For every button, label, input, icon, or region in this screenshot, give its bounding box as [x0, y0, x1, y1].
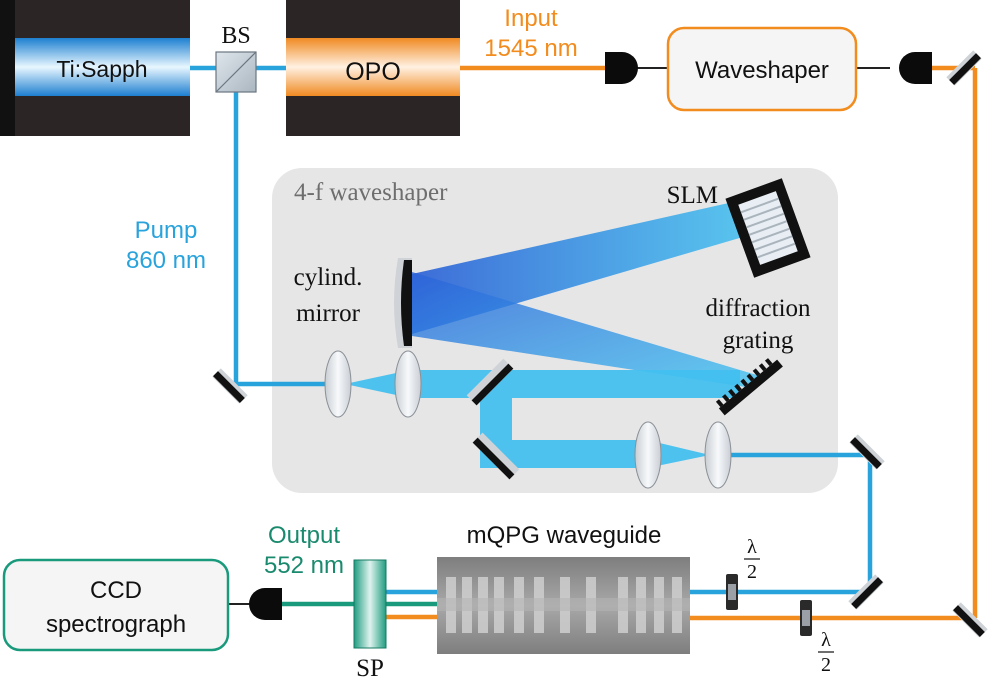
pump-label-line1: Pump	[135, 217, 198, 244]
cylindrical-mirror-label-line1: cylind.	[294, 264, 363, 291]
lens-4	[704, 421, 732, 489]
lens-1	[324, 350, 352, 418]
input-label-line1: Input	[504, 5, 558, 32]
broad-beam-path	[345, 370, 740, 468]
cylindrical-mirror-label-line2: mirror	[296, 300, 361, 327]
waveshaper-box: Waveshaper	[666, 26, 858, 112]
mirror-pump-left	[212, 368, 248, 404]
fiber-coupler-ccd	[249, 588, 282, 620]
lens-2	[394, 350, 422, 418]
fiber-coupler-right	[899, 52, 932, 84]
opo: OPO	[286, 0, 460, 136]
mqpg-waveguide: mQPG waveguide	[437, 522, 690, 654]
mirror-pump-right-lower	[848, 574, 884, 610]
fourf-title: 4-f waveshaper	[294, 179, 448, 206]
laser-label: Ti:Sapph	[56, 56, 147, 82]
half-wave-plate-pump-den: 2	[747, 561, 757, 583]
lens-3	[634, 421, 662, 489]
input-label-line2: 1545 nm	[484, 35, 577, 62]
cylindrical-mirror	[394, 258, 412, 348]
diffraction-grating	[715, 358, 783, 416]
waveguide-label: mQPG waveguide	[467, 522, 662, 549]
mirror-top-right	[946, 50, 982, 86]
fiber-coupler-left	[605, 52, 638, 84]
output-label-line1: Output	[268, 522, 340, 549]
tisapph-laser: Ti:Sapph	[0, 0, 190, 136]
slm	[725, 178, 811, 278]
half-wave-plate-pump: λ 2	[726, 536, 760, 610]
mirror-fourf-bottom	[472, 432, 520, 480]
half-wave-plate-input-den: 2	[821, 654, 831, 676]
mirror-bottom-right	[952, 602, 988, 638]
sp-label: SP	[356, 655, 384, 682]
input-beam-paths	[460, 65, 978, 621]
waveshaper-label: Waveshaper	[695, 57, 829, 84]
ccd-label-line2: spectrograph	[46, 611, 186, 638]
opo-label: OPO	[345, 58, 401, 86]
grating-label-line2: grating	[723, 327, 794, 354]
output-label-line2: 552 nm	[264, 552, 344, 579]
sp-filter: SP	[353, 559, 387, 682]
beam-splitter: BS	[215, 23, 257, 93]
half-wave-plate-pump-num: λ	[747, 536, 757, 558]
beam-splitter-label: BS	[221, 23, 250, 49]
mirror-fourf-top	[466, 358, 514, 406]
mirror-pump-right-upper	[849, 434, 885, 470]
slm-label: SLM	[667, 182, 718, 209]
half-wave-plate-input-num: λ	[821, 629, 831, 651]
pump-label-line2: 860 nm	[126, 247, 206, 274]
grating-label-line1: diffraction	[705, 295, 811, 322]
fan-beam-grating	[412, 272, 760, 388]
ccd-label-line1: CCD	[90, 577, 142, 604]
half-wave-plate-input: λ 2	[800, 600, 834, 676]
ccd-spectrograph: CCD spectrograph	[2, 558, 230, 652]
